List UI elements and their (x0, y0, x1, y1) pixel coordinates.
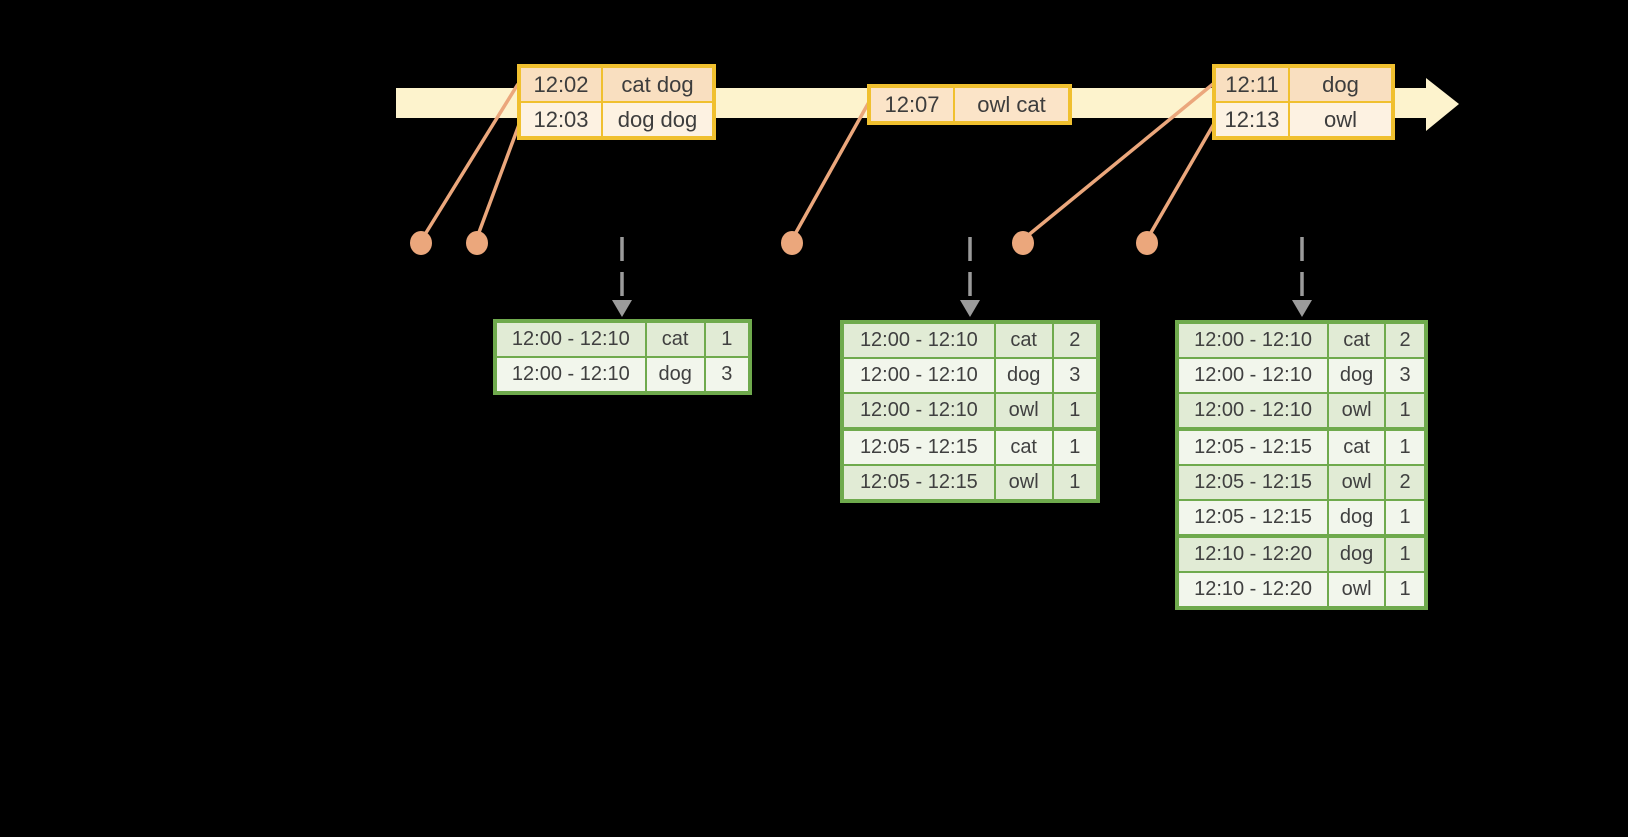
word-cell: cat (1327, 321, 1387, 359)
window-cell: 12:00 - 12:10 (494, 356, 647, 394)
trigger-arrow-icon (1292, 237, 1312, 317)
word-cell: owl (993, 464, 1054, 502)
count-cell: 1 (703, 320, 752, 358)
window-cell: 12:00 - 12:10 (841, 357, 996, 394)
connector-line (476, 121, 522, 236)
word-cell: cat (1327, 427, 1387, 466)
window-cell: 12:00 - 12:10 (1175, 392, 1330, 430)
count-cell: 1 (1051, 464, 1100, 502)
table-row: 12:05 - 12:15 dog 1 (1175, 499, 1427, 537)
window-cell: 12:10 - 12:20 (1175, 571, 1330, 609)
result-table-3: 12:00 - 12:10 cat 2 12:00 - 12:10 dog 3 … (1175, 320, 1428, 610)
word-cell: dog (1327, 357, 1387, 394)
event-time-cell: 12:03 (518, 101, 603, 139)
window-cell: 12:00 - 12:10 (841, 392, 996, 430)
event-time-cell: 12:02 (518, 65, 603, 103)
event-words-cell: owl (1288, 101, 1394, 139)
word-cell: dog (1327, 499, 1387, 537)
count-cell: 1 (1384, 534, 1427, 573)
window-cell: 12:00 - 12:10 (841, 321, 996, 359)
count-cell: 3 (1051, 357, 1100, 394)
event-time-cell: 12:07 (868, 85, 955, 124)
table-row: 12:00 - 12:10 owl 1 (841, 392, 1100, 430)
event-time-cell: 12:11 (1213, 65, 1290, 103)
count-cell: 1 (1051, 427, 1100, 466)
table-row: 12:10 - 12:20 owl 1 (1175, 571, 1427, 609)
event-dot-icon (1136, 231, 1158, 255)
trigger-arrow-icon (612, 237, 632, 317)
result-table-2: 12:00 - 12:10 cat 2 12:00 - 12:10 dog 3 … (840, 320, 1100, 503)
word-cell: dog (644, 356, 706, 394)
word-cell: cat (993, 321, 1054, 359)
table-row: 12:02 cat dog (518, 65, 715, 103)
table-row: 12:05 - 12:15 cat 1 (841, 427, 1100, 466)
table-row: 12:13 owl (1213, 101, 1394, 139)
window-cell: 12:00 - 12:10 (1175, 357, 1330, 394)
count-cell: 2 (1384, 321, 1427, 359)
table-row: 12:00 - 12:10 cat 1 (494, 320, 752, 358)
connector-line (1147, 121, 1217, 237)
table-row: 12:00 - 12:10 dog 3 (494, 356, 752, 394)
result-table-1: 12:00 - 12:10 cat 1 12:00 - 12:10 dog 3 (493, 319, 752, 395)
table-row: 12:00 - 12:10 cat 2 (1175, 321, 1427, 359)
table-row: 12:00 - 12:10 dog 3 (841, 357, 1100, 394)
window-cell: 12:05 - 12:15 (1175, 499, 1330, 537)
count-cell: 3 (1384, 357, 1427, 394)
event-words-cell: dog (1288, 65, 1394, 103)
table-row: 12:07 owl cat (868, 85, 1071, 124)
event-words-cell: dog dog (601, 101, 715, 139)
table-row: 12:10 - 12:20 dog 1 (1175, 534, 1427, 573)
window-cell: 12:00 - 12:10 (494, 320, 647, 358)
table-row: 12:00 - 12:10 owl 1 (1175, 392, 1427, 430)
word-cell: owl (1327, 571, 1387, 609)
window-cell: 12:00 - 12:10 (1175, 321, 1330, 359)
event-batch-table-2: 12:07 owl cat (867, 84, 1072, 125)
count-cell: 1 (1384, 571, 1427, 609)
event-time-cell: 12:13 (1213, 101, 1290, 139)
word-cell: cat (993, 427, 1054, 466)
window-cell: 12:05 - 12:15 (1175, 464, 1330, 501)
word-cell: cat (644, 320, 706, 358)
window-cell: 12:10 - 12:20 (1175, 534, 1330, 573)
table-row: 12:05 - 12:15 cat 1 (1175, 427, 1427, 466)
count-cell: 1 (1384, 392, 1427, 430)
table-row: 12:03 dog dog (518, 101, 715, 139)
table-row: 12:05 - 12:15 owl 1 (841, 464, 1100, 502)
event-dot-icon (410, 231, 432, 255)
window-cell: 12:05 - 12:15 (841, 464, 996, 502)
connector-line (422, 83, 520, 237)
event-dot-icon (781, 231, 803, 255)
window-cell: 12:05 - 12:15 (841, 427, 996, 466)
window-cell: 12:05 - 12:15 (1175, 427, 1330, 466)
word-cell: dog (993, 357, 1054, 394)
word-cell: owl (993, 392, 1054, 430)
event-batch-table-1: 12:02 cat dog 12:03 dog dog (517, 64, 716, 140)
count-cell: 3 (703, 356, 752, 394)
table-row: 12:05 - 12:15 owl 2 (1175, 464, 1427, 501)
word-cell: owl (1327, 464, 1387, 501)
table-row: 12:00 - 12:10 cat 2 (841, 321, 1100, 359)
trigger-arrow-icon (960, 237, 980, 317)
table-row: 12:00 - 12:10 dog 3 (1175, 357, 1427, 394)
count-cell: 1 (1384, 499, 1427, 537)
count-cell: 1 (1051, 392, 1100, 430)
event-batch-table-3: 12:11 dog 12:13 owl (1212, 64, 1395, 140)
count-cell: 1 (1384, 427, 1427, 466)
event-dot-icon (1012, 231, 1034, 255)
connector-line (792, 101, 871, 237)
event-words-cell: owl cat (953, 85, 1071, 124)
event-words-cell: cat dog (601, 65, 715, 103)
word-cell: dog (1327, 534, 1387, 573)
event-dot-icon (466, 231, 488, 255)
count-cell: 2 (1051, 321, 1100, 359)
word-cell: owl (1327, 392, 1387, 430)
table-row: 12:11 dog (1213, 65, 1394, 103)
timeline-arrowhead-icon (1426, 78, 1459, 131)
count-cell: 2 (1384, 464, 1427, 501)
